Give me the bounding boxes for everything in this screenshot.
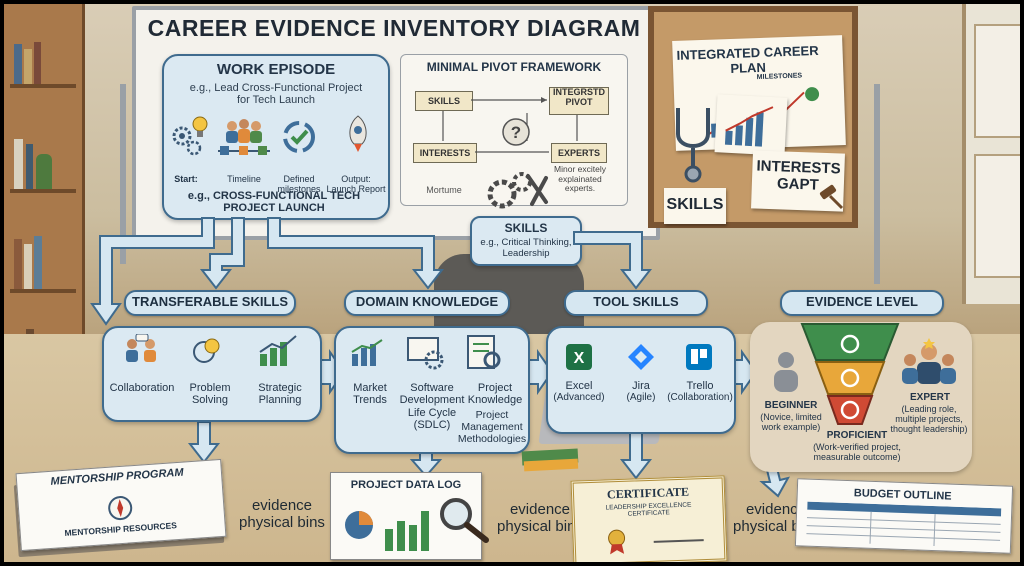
skills-note: SKILLS: [664, 188, 726, 224]
collaboration-icon: [126, 334, 156, 362]
wrench-icon: [487, 172, 548, 209]
transferable-item: Strategic Planning: [258, 382, 302, 407]
tool-name: Trello: [686, 380, 714, 392]
skills-hub-title: SKILLS: [504, 221, 548, 235]
jira-icon: [628, 344, 654, 370]
tool-panel: X Excel (Advanced) Jira (Agile) Trello (…: [546, 326, 736, 434]
rocket-icon: [349, 115, 367, 152]
mentorship-title: MENTORSHIP PROGRAM: [50, 466, 184, 488]
beginner-desc: (Novice, limited work example): [760, 412, 822, 433]
excel-icon: X: [566, 344, 592, 370]
tool-note: (Collaboration): [667, 392, 733, 403]
page-title: CAREER EVIDENCE INVENTORY DIAGRAM: [147, 15, 641, 41]
tool-note: (Agile): [626, 392, 656, 403]
domain-item: Market Trends: [353, 382, 387, 407]
pivot-skills-box: SKILLS: [415, 91, 473, 111]
expert-desc: (Leading role, multiple projects, though…: [890, 404, 968, 435]
pivot-question: ?: [511, 123, 521, 142]
budget-document: BUDGET OUTLINE: [794, 478, 1014, 554]
market-trends-icon: [351, 339, 383, 366]
tool-name: Jira: [632, 380, 650, 392]
work-start-label: Start:: [174, 174, 198, 184]
compass-icon: [108, 496, 133, 521]
label-tool-skills: TOOL SKILLS: [564, 290, 708, 316]
budget-table: [806, 501, 1002, 547]
trophy-icon: [608, 529, 626, 555]
work-milestones-label: Defined milestones: [277, 174, 321, 195]
gavel-icon: [819, 184, 844, 210]
svg-text:X: X: [574, 350, 585, 367]
transferable-item: Problem Solving: [189, 382, 231, 407]
certificate-document: CERTIFICATE LEADERSHIP EXCELLENCE CERTIF…: [570, 475, 728, 562]
beginner-icon: [774, 352, 798, 392]
stethoscope-icon: [676, 108, 710, 183]
evidence-bin-label: evidence physical bins: [239, 497, 325, 531]
sdlc-icon: [407, 337, 444, 370]
chart-note: [714, 94, 788, 156]
pivot-framework-panel: MINIMAL PIVOT FRAMEWORK SKILLS INTERESTS…: [400, 54, 628, 206]
pivot-integrated-box: INTEGRSTD PIVOT: [549, 87, 609, 115]
work-episode-subtitle: e.g., Lead Cross-Functional Project for …: [189, 82, 363, 107]
team-icon: [226, 119, 262, 143]
question-icon: ?: [502, 118, 530, 146]
domain-item: Project Management Methodologies: [457, 409, 527, 445]
pivot-experts-box: EXPERTS: [551, 143, 607, 163]
skills-hub-subtitle: e.g., Critical Thinking, Leadership: [480, 237, 572, 259]
transferable-item: Collaboration: [109, 382, 175, 394]
tool-name: Excel: [565, 380, 593, 392]
pivot-note: Minor excitely explainated experts.: [554, 164, 606, 194]
mentorship-document: MENTORSHIP PROGRAM MENTORSHIP RESOURCES: [15, 458, 227, 552]
domain-item: Software Development Life Cycle (SDLC): [399, 382, 465, 431]
tool-note: (Advanced): [553, 392, 605, 403]
bar-chart-icon: [724, 106, 774, 147]
work-episode-footer: e.g., CROSS-FUNCTIONAL TECH PROJECT LAUN…: [187, 190, 361, 215]
strategic-planning-icon: [259, 335, 297, 366]
domain-panel: Market Trends Software Development Life …: [334, 326, 530, 454]
evidence-bin-label: evidence physical bins: [497, 501, 583, 535]
label-evidence-level: EVIDENCE LEVEL: [780, 290, 944, 316]
work-output-label: Output: Launch Report: [326, 174, 386, 195]
certificate-subtitle: LEADERSHIP EXCELLENCE CERTIFICATE: [605, 501, 692, 519]
funnel-icon: [800, 323, 900, 425]
diagram-canvas: CAREER EVIDENCE INVENTORY DIAGRAM WORK E…: [4, 4, 1020, 562]
cycle-icon: [283, 121, 315, 153]
expert-icon: [902, 338, 956, 384]
skills-note-text: SKILLS: [666, 196, 724, 213]
trello-icon: [686, 344, 712, 370]
work-episode-title: WORK EPISODE: [216, 61, 336, 78]
label-transferable-skills: TRANSFERABLE SKILLS: [124, 290, 296, 316]
gears-icon: [172, 126, 202, 156]
window: [962, 4, 1020, 304]
pivot-mortume: Mortume: [426, 185, 462, 195]
certificate-title: CERTIFICATE: [606, 484, 690, 502]
pivot-interests-box: INTERESTS: [413, 143, 477, 163]
transferable-panel: Collaboration Problem Solving Strategic …: [102, 326, 322, 422]
domain-item: Project Knowledge: [467, 382, 523, 407]
work-episode-panel: WORK EPISODE e.g., Lead Cross-Functional…: [162, 54, 390, 220]
project-log-document: PROJECT DATA LOG: [330, 472, 482, 560]
pivot-arrows: [442, 97, 578, 153]
lightbulb-icon: [192, 116, 208, 137]
flow-arrows: [90, 217, 790, 498]
expert-name: EXPERT: [909, 392, 950, 403]
magnifier-icon: [440, 498, 489, 543]
project-log-chart: [345, 511, 429, 551]
beginner-name: BEGINNER: [764, 400, 818, 411]
proficient-desc: (Work-verified project, measurable outco…: [813, 442, 901, 463]
project-log-title: PROJECT DATA LOG: [350, 479, 462, 491]
work-timeline-label: Timeline: [227, 174, 261, 184]
project-knowledge-icon: [467, 335, 501, 369]
mentorship-resources: MENTORSHIP RESOURCES: [64, 520, 178, 538]
pivot-title: MINIMAL PIVOT FRAMEWORK: [426, 60, 602, 74]
timeline-icon: [218, 146, 270, 155]
proficient-name: PROFICIENT: [826, 430, 888, 441]
label-domain-knowledge: DOMAIN KNOWLEDGE: [344, 290, 510, 316]
problem-solving-icon: [193, 338, 220, 363]
